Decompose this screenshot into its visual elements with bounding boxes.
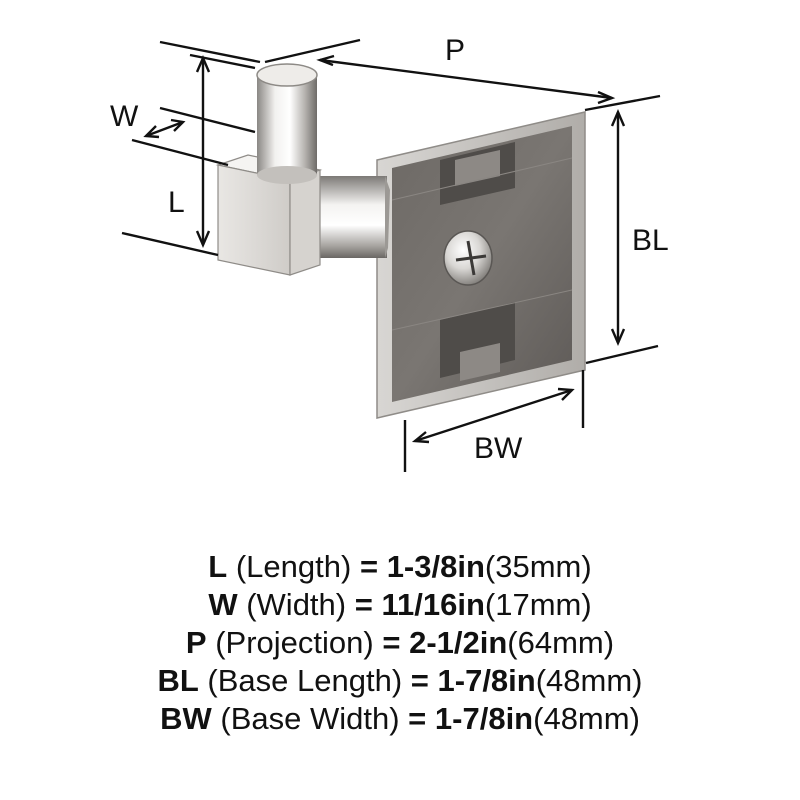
- spec-name: (Width): [246, 587, 347, 622]
- label-w: W: [110, 100, 139, 133]
- spec-row-width: W (Width) = 11/16in(17mm): [0, 586, 800, 624]
- dimension-bw: BW: [403, 370, 585, 472]
- dimension-p: P: [159, 34, 661, 112]
- mounting-screw: [443, 230, 493, 286]
- spec-equals: =: [408, 701, 427, 736]
- spec-row-length: L (Length) = 1-3/8in(35mm): [0, 548, 800, 586]
- dimension-l: L: [121, 53, 256, 257]
- hook-dimension-diagram: P W L BL BW: [110, 34, 669, 472]
- label-p: P: [445, 34, 465, 67]
- spec-row-base-length: BL (Base Length) = 1-7/8in(48mm): [0, 662, 800, 700]
- spec-imperial-value: 2-1/2in: [409, 625, 508, 660]
- spec-name: (Length): [235, 549, 352, 584]
- spec-equals: =: [410, 663, 429, 698]
- spec-metric-value: (17mm): [484, 587, 592, 622]
- spec-code: BW: [160, 701, 212, 736]
- dimension-spec-list: L (Length) = 1-3/8in(35mm) W (Width) = 1…: [0, 548, 800, 738]
- spec-name: (Base Length): [207, 663, 403, 698]
- spec-code: P: [185, 625, 207, 660]
- spec-metric-value: (48mm): [533, 701, 640, 736]
- spec-code: L: [208, 549, 228, 584]
- spec-name: (Base Width): [220, 701, 400, 736]
- spec-metric-value: (48mm): [535, 663, 643, 698]
- spec-imperial-value: 11/16in: [381, 587, 485, 622]
- spec-imperial-value: 1-3/8in: [386, 549, 485, 584]
- dimension-w: W: [110, 100, 256, 167]
- spec-row-base-width: BW (Base Width) = 1-7/8in(48mm): [0, 700, 800, 738]
- spec-equals: =: [359, 549, 379, 584]
- spec-code: BL: [157, 663, 199, 698]
- spec-metric-value: (35mm): [484, 549, 592, 584]
- spec-code: W: [208, 587, 238, 622]
- dimension-bl: BL: [585, 108, 669, 365]
- label-l: L: [168, 186, 185, 219]
- spec-imperial-value: 1-7/8in: [434, 701, 534, 736]
- spec-row-projection: P (Projection) = 2-1/2in(64mm): [0, 624, 800, 662]
- spec-equals: =: [354, 587, 373, 622]
- spec-name: (Projection): [215, 625, 374, 660]
- hook-post: [256, 63, 318, 184]
- label-bl: BL: [632, 224, 669, 257]
- label-bw: BW: [474, 432, 523, 465]
- spec-imperial-value: 1-7/8in: [437, 663, 536, 698]
- spec-metric-value: (64mm): [507, 625, 615, 660]
- spec-equals: =: [382, 625, 401, 660]
